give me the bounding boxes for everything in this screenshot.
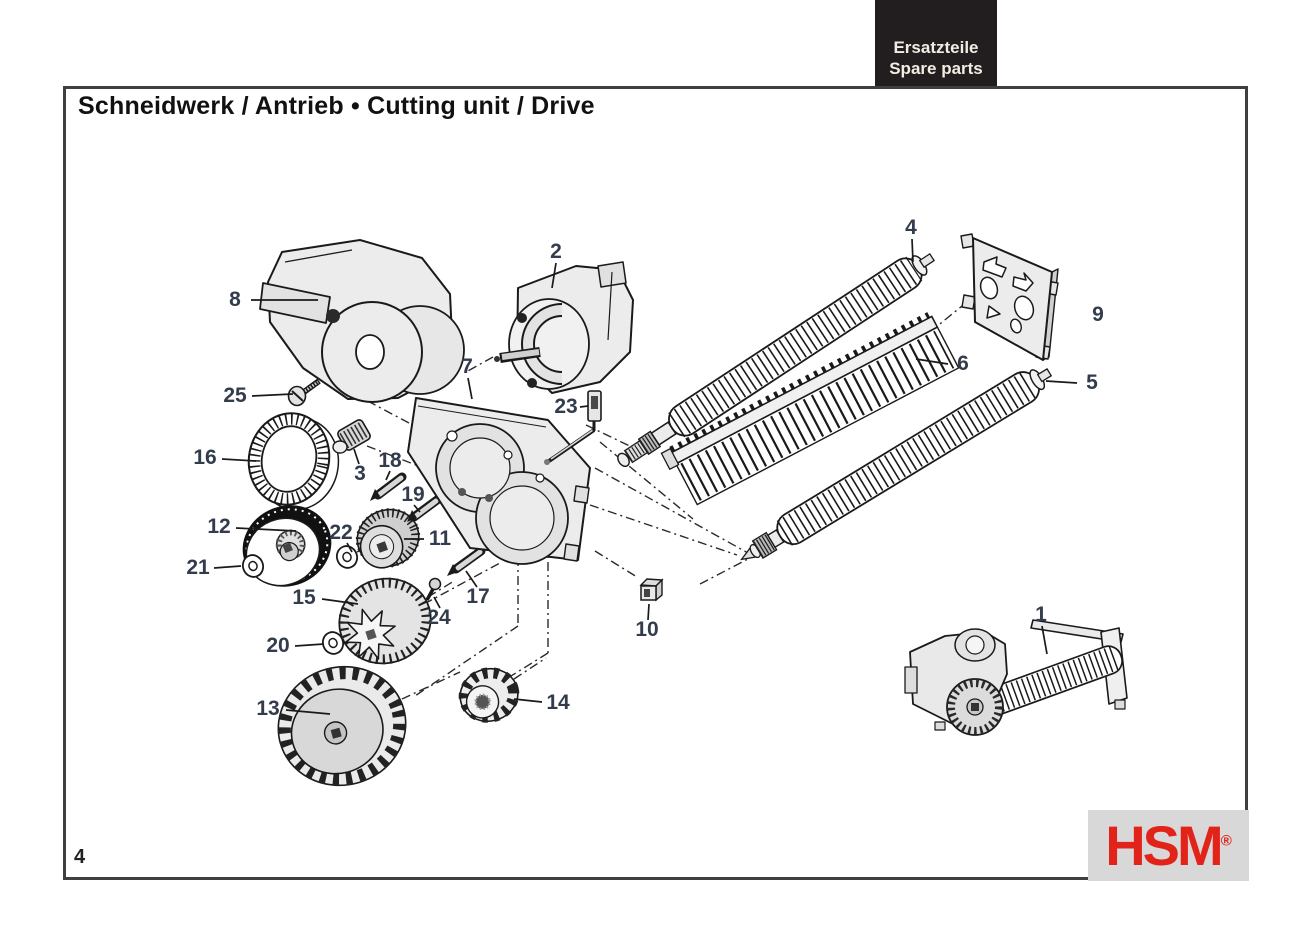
leader-line-17 <box>465 570 478 588</box>
part-1-assembled-unit <box>904 619 1128 736</box>
part-11-gear <box>355 508 421 569</box>
part-22-washer <box>335 545 359 569</box>
part-8-gear-cover <box>259 239 465 403</box>
part-24-screw <box>425 577 442 601</box>
hsm-logo-text: HSM <box>1105 813 1223 877</box>
leader-line-18 <box>385 470 391 481</box>
part-4-cutting-roller <box>617 253 936 468</box>
leader-line-6 <box>915 358 949 365</box>
leader-line-4 <box>911 238 914 263</box>
part-25-screw <box>287 378 321 407</box>
corner-tab: Ersatzteile Spare parts <box>875 0 997 86</box>
part-15-gear <box>338 577 432 665</box>
leader-lines <box>213 238 1078 715</box>
part-6-stripper-comb <box>660 312 960 506</box>
part-5-cutting-roller <box>740 368 1053 561</box>
leader-line-5 <box>1045 380 1078 384</box>
part-16-toothed-ring <box>247 412 340 511</box>
part-12-pulley <box>242 505 332 587</box>
leader-line-21 <box>213 565 242 569</box>
registered-mark: ® <box>1220 831 1232 849</box>
part-2-motor <box>494 261 634 394</box>
leader-line-16 <box>221 458 257 462</box>
part-21-washer <box>241 554 265 578</box>
part-14-pinion <box>458 667 520 723</box>
page-number: 4 <box>74 846 86 868</box>
leader-line-13 <box>285 709 331 715</box>
leader-line-19 <box>413 504 421 513</box>
part-10-block <box>639 578 664 602</box>
part-9-end-plate <box>960 233 1059 361</box>
part-13-large-gear <box>277 665 407 787</box>
page-title: Schneidwerk / Antrieb • Cutting unit / D… <box>78 92 595 120</box>
leader-line-15 <box>321 598 359 605</box>
part-17-pin <box>447 546 486 576</box>
hsm-logo: HSM® <box>1105 817 1232 874</box>
leader-line-7 <box>467 377 473 400</box>
part-19-pin <box>407 495 442 522</box>
leader-line-2 <box>551 262 557 289</box>
leader-line-12 <box>235 527 297 532</box>
corner-tab-line2: Spare parts <box>889 58 983 78</box>
part-7-drive-housing <box>407 397 591 565</box>
leader-line-3 <box>353 448 360 465</box>
leader-line-23 <box>579 405 589 408</box>
logo-box: HSM® <box>1088 810 1249 881</box>
corner-tab-line1: Ersatzteile <box>893 37 979 57</box>
part-3-knurled-nut <box>332 419 371 454</box>
part-23-latch <box>544 390 602 465</box>
leader-line-1 <box>1041 625 1048 655</box>
leader-line-24 <box>433 596 441 609</box>
leader-line-10 <box>647 603 650 621</box>
leader-line-25 <box>251 393 294 397</box>
leader-line-14 <box>513 698 543 703</box>
leader-line-20 <box>294 643 325 647</box>
part-18-pin <box>370 472 407 501</box>
leader-line-22 <box>346 542 353 553</box>
